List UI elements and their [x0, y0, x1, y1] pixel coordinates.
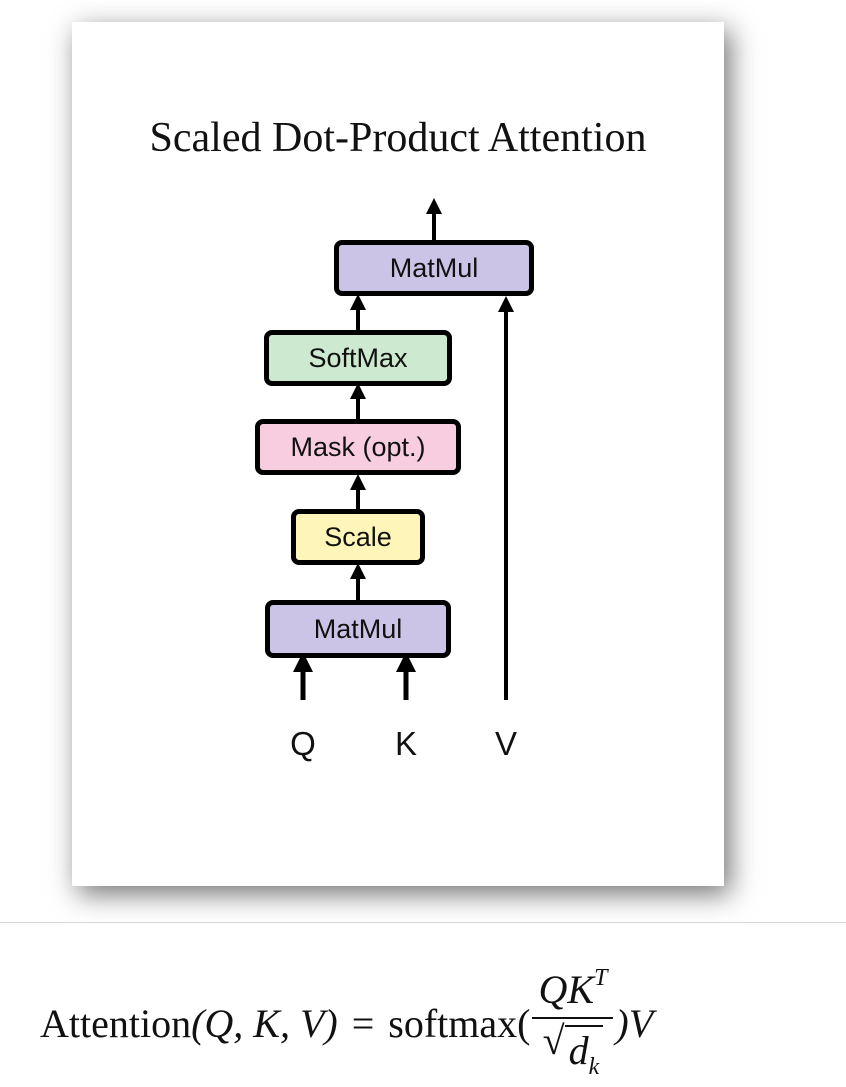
matmul-top-box: MatMul	[334, 240, 534, 296]
formula-fraction: QKT √dk	[532, 965, 614, 1081]
attention-formula: Attention(Q, K, V) = softmax( QKT √dk )V	[40, 965, 653, 1081]
diagram-card: Scaled Dot-Product Attention MatMul Soft…	[72, 22, 724, 886]
mask-box: Mask (opt.)	[255, 419, 461, 475]
formula-denominator: √dk	[543, 1019, 604, 1081]
formula-numerator: QKT	[532, 965, 614, 1019]
formula-fn: Attention	[40, 1000, 192, 1046]
denominator-text: d	[568, 1028, 589, 1073]
numerator-sup: T	[594, 965, 608, 991]
denominator-sub: k	[588, 1054, 600, 1080]
scale-box: Scale	[291, 509, 425, 565]
sqrt-symbol: √	[542, 1018, 565, 1063]
mask-label: Mask (opt.)	[290, 431, 426, 462]
q-label: Q	[290, 725, 316, 762]
softmax-label: SoftMax	[308, 342, 408, 373]
formula-args: (Q, K, V)	[191, 1000, 338, 1046]
formula-equals: =	[351, 1000, 375, 1046]
softmax-box: SoftMax	[264, 330, 452, 386]
formula-close: )V	[615, 1000, 654, 1046]
formula-softmax: softmax(	[388, 1000, 531, 1046]
k-label: K	[394, 725, 417, 762]
formula-panel: Attention(Q, K, V) = softmax( QKT √dk )V	[0, 922, 846, 1087]
figure-title: Scaled Dot-Product Attention	[149, 115, 647, 161]
arrow-layer	[293, 198, 514, 700]
matmul-bottom-box: MatMul	[265, 600, 451, 658]
v-label: V	[494, 725, 517, 762]
matmul-bottom-label: MatMul	[313, 613, 403, 644]
numerator-text: QK	[538, 967, 595, 1012]
scale-label: Scale	[324, 521, 392, 552]
matmul-top-label: MatMul	[389, 252, 479, 283]
